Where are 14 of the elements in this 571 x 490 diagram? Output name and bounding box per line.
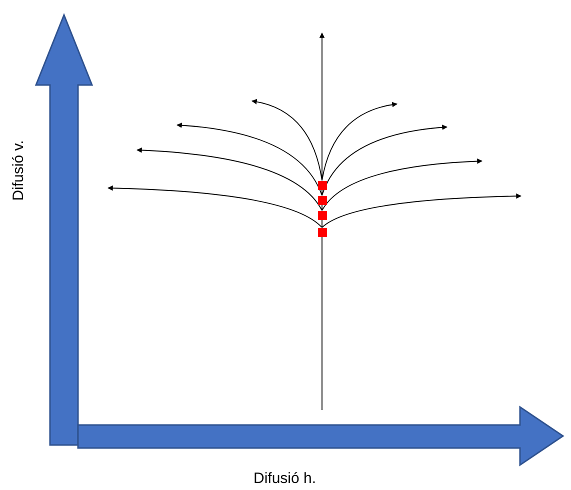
axis-label: Difusió h. xyxy=(254,470,316,486)
arrow xyxy=(176,122,322,196)
arrow xyxy=(322,102,398,181)
square-marker xyxy=(318,180,326,190)
square-marker xyxy=(318,228,326,236)
axis-label: Difusió v. xyxy=(9,140,26,200)
arrow xyxy=(322,193,522,228)
arrow xyxy=(136,148,322,211)
arrow xyxy=(107,185,322,228)
arrow xyxy=(251,99,322,181)
square-marker xyxy=(318,196,326,204)
arrow xyxy=(322,124,448,196)
square-marker xyxy=(318,210,326,220)
arrow xyxy=(322,158,483,211)
